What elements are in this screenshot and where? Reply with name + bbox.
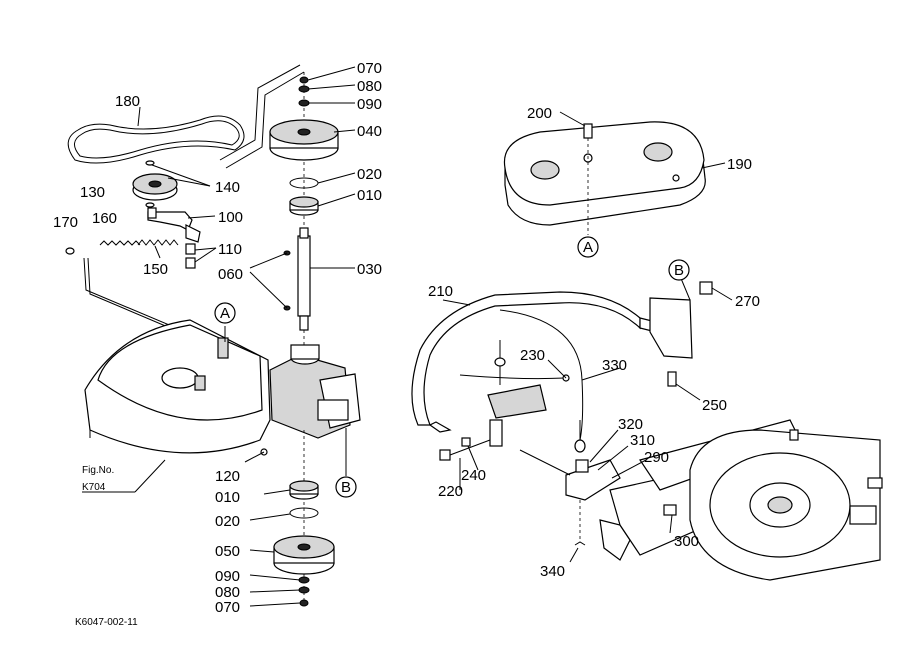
spring-part: [65, 239, 179, 255]
callout-090: 090: [215, 568, 240, 585]
callout-160: 160: [92, 210, 117, 227]
callout-020: 020: [215, 513, 240, 530]
callout-010: 010: [357, 187, 382, 204]
marker-a: A: [583, 239, 593, 256]
callout-080: 080: [215, 584, 240, 601]
callout-310: 310: [630, 432, 655, 449]
callout-290: 290: [644, 449, 669, 466]
marker-circle-a2: [577, 236, 599, 258]
lower-shaft-stack: [273, 430, 335, 607]
callout-230: 230: [520, 347, 545, 364]
callout-180: 180: [115, 93, 140, 110]
callout-120: 120: [215, 468, 240, 485]
right-leaders: [459, 359, 673, 563]
callout-190: 190: [727, 156, 752, 173]
callout-140: 140: [215, 179, 240, 196]
figure-ref-label: Fig.No.: [82, 465, 114, 476]
callout-200: 200: [527, 105, 552, 122]
tension-arm-part: [147, 207, 201, 243]
deck-housing-part: [689, 429, 883, 581]
belt-part: [67, 106, 245, 164]
idler-pulley-part: [132, 160, 178, 208]
callout-100: 100: [218, 209, 243, 226]
callout-070: 070: [215, 599, 240, 616]
bolt-220: [439, 437, 491, 461]
callout-270: 270: [735, 293, 760, 310]
callout-110: 110: [218, 241, 242, 258]
figure-ref-number: K704: [82, 482, 106, 493]
callout-300: 300: [674, 533, 699, 550]
callout-240: 240: [461, 467, 486, 484]
mower-deck-part: [84, 319, 271, 456]
callout-250: 250: [702, 397, 727, 414]
callout-060: 060: [218, 266, 243, 283]
callout-130: 130: [80, 184, 105, 201]
callout-020: 020: [357, 166, 382, 183]
callout-010: 010: [215, 489, 240, 506]
callout-070: 070: [357, 60, 382, 77]
callout-170: 170: [53, 214, 78, 231]
callout-090: 090: [357, 96, 382, 113]
cover-part: [503, 111, 726, 235]
upper-shaft-stack: [269, 72, 339, 345]
callout-150: 150: [143, 261, 168, 278]
callout-210: 210: [428, 283, 453, 300]
marker-circle-a1: [214, 302, 236, 324]
callout-320: 320: [618, 416, 643, 433]
callout-340: 340: [540, 563, 565, 580]
handle-frame-part: [411, 275, 733, 433]
callout-050: 050: [215, 543, 240, 560]
drawing-number: K6047-002-11: [75, 617, 138, 628]
marker-circle-b2: [668, 259, 690, 281]
marker-b: B: [674, 262, 684, 279]
left-leaders: [82, 66, 356, 607]
callout-040: 040: [357, 123, 382, 140]
gearbox-part: [269, 344, 361, 460]
bracket-part: [459, 309, 584, 447]
callout-220: 220: [438, 483, 463, 500]
callout-030: 030: [357, 261, 382, 278]
callout-080: 080: [357, 78, 382, 95]
latch-part: [519, 420, 621, 546]
marker-circle-b1: [335, 476, 357, 498]
marker-a: A: [220, 305, 230, 322]
marker-b: B: [341, 479, 351, 496]
callout-330: 330: [602, 357, 627, 374]
